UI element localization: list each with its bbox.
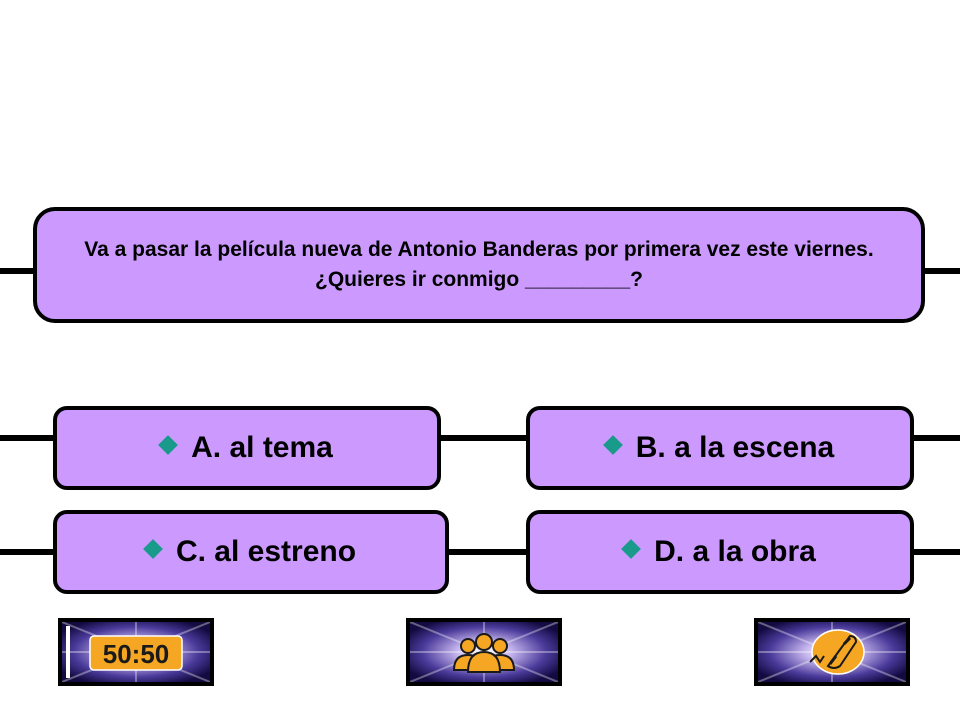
answer-row2-connector-middle	[446, 549, 530, 555]
question-text: Va a pasar la película nueva de Antonio …	[84, 238, 874, 291]
answer-b-label: B. a la escena	[635, 431, 835, 464]
answer-row2-connector-right	[910, 549, 960, 555]
audience-icon	[410, 622, 558, 682]
fifty-fifty-icon: 50:50	[62, 622, 210, 682]
diamond-bullet-icon	[602, 435, 623, 455]
answer-c-button[interactable]: C. al estreno	[53, 510, 449, 594]
question-box: Va a pasar la película nueva de Antonio …	[33, 207, 925, 323]
answer-a-button[interactable]: A. al tema	[53, 406, 441, 490]
answer-row2-connector-left	[0, 549, 56, 555]
phone-friend-lifeline-button[interactable]	[754, 618, 910, 686]
diamond-bullet-icon	[621, 539, 642, 559]
question-connector-right	[922, 268, 960, 274]
fifty-fifty-lifeline-button[interactable]: 50:50	[58, 618, 214, 686]
diamond-bullet-icon	[143, 539, 163, 559]
answer-d-button[interactable]: D. a la obra	[526, 510, 914, 594]
ask-audience-lifeline-button[interactable]	[406, 618, 562, 686]
answer-d-label: D. a la obra	[654, 535, 816, 568]
question-connector-left	[0, 268, 36, 274]
diamond-bullet-icon	[158, 435, 179, 455]
fifty-fifty-label: 50:50	[103, 639, 170, 669]
answer-row1-connector-right	[910, 435, 960, 441]
answer-row1-connector-left	[0, 435, 56, 441]
answer-b-button[interactable]: B. a la escena	[526, 406, 914, 490]
answer-a-label: A. al tema	[191, 431, 333, 464]
phone-icon	[758, 622, 906, 682]
answer-c-label: C. al estreno	[175, 535, 357, 568]
answer-row1-connector-middle	[438, 435, 530, 441]
